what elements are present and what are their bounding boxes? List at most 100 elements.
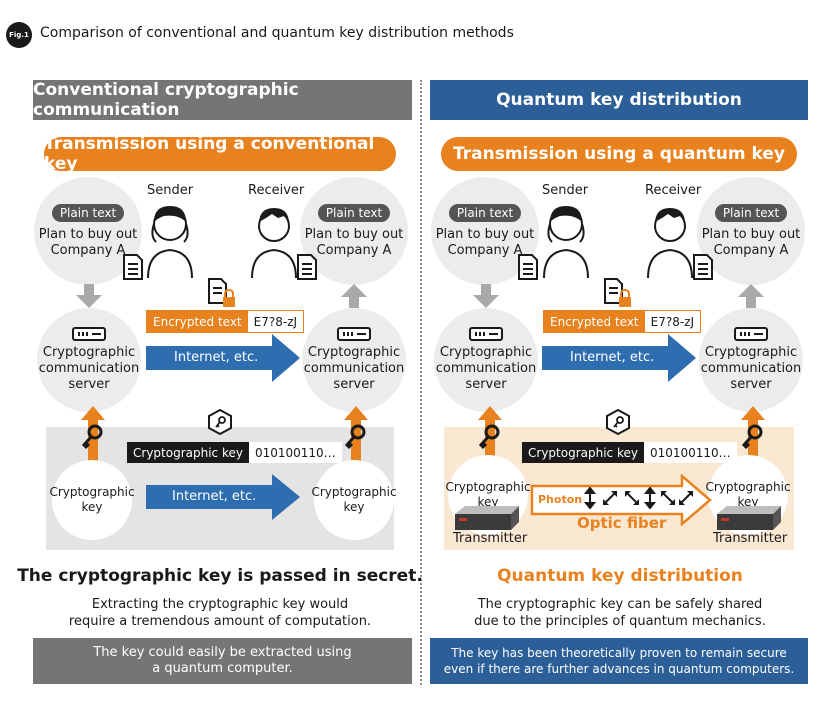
receiver-transmitter-label: Transmitter bbox=[713, 531, 788, 546]
figure-title: Comparison of conventional and quantum k… bbox=[40, 25, 514, 41]
left-key-internet-label: Internet, etc. bbox=[172, 489, 257, 504]
server-icon bbox=[72, 327, 106, 341]
left-sender-key-circle: Cryptographic key bbox=[49, 460, 135, 540]
sender-person-icon bbox=[147, 206, 193, 279]
left-receiver-plaintext-circle: Plain text Plan to buy out Company A bbox=[300, 177, 408, 285]
plain-text-tag: Plain text bbox=[714, 203, 788, 222]
plain-text-line2: Company A bbox=[316, 242, 392, 258]
key-label-line1: Cryptographic bbox=[49, 485, 135, 499]
figure-badge: Fig.1 bbox=[6, 22, 32, 48]
server-label-line2: communication bbox=[435, 361, 537, 376]
right-cryptographic-key-bar: Cryptographic key 010100110… bbox=[522, 442, 737, 463]
server-label-line3: server bbox=[465, 377, 507, 392]
server-label-line2: communication bbox=[38, 361, 140, 376]
plain-text-line1: Plan to buy out bbox=[304, 226, 404, 242]
sender-document-icon bbox=[518, 254, 538, 280]
left-sender-key-up-arrow-icon bbox=[81, 406, 105, 462]
encrypted-text-value: E7?8-zJ bbox=[650, 314, 695, 329]
right-bottom-box: The key has been theoretically proven to… bbox=[430, 638, 808, 684]
sender-document-icon bbox=[123, 254, 143, 280]
right-key-hexagon-icon bbox=[606, 409, 630, 435]
server-label-line2: communication bbox=[700, 361, 802, 376]
locked-document-icon bbox=[208, 278, 235, 307]
left-bottom-box: The key could easily be extracted using … bbox=[33, 638, 412, 684]
receiver-transmitter-device-icon bbox=[717, 506, 781, 530]
left-summary-description: Extracting the cryptographic key would r… bbox=[0, 596, 440, 630]
server-label-line1: Cryptographic bbox=[439, 345, 533, 360]
left-summary-title: The cryptographic key is passed in secre… bbox=[17, 566, 423, 586]
cryptographic-key-value: 010100110… bbox=[248, 442, 342, 463]
optic-fiber-arrow-icon bbox=[530, 474, 712, 526]
server-icon bbox=[337, 327, 371, 341]
server-icon bbox=[734, 327, 768, 341]
server-icon bbox=[469, 327, 503, 341]
left-receiver-key-circle: Cryptographic key bbox=[311, 460, 397, 540]
key-label-line2: key bbox=[81, 500, 103, 514]
locked-document-icon bbox=[604, 278, 631, 307]
right-summary-title: Quantum key distribution bbox=[497, 566, 743, 586]
left-up-gray-arrow-icon bbox=[341, 284, 367, 308]
right-panel-header: Quantum key distribution bbox=[430, 80, 808, 120]
plain-text-tag: Plain text bbox=[448, 203, 522, 222]
right-receiver-label: Receiver bbox=[645, 183, 702, 198]
summary-line1: Extracting the cryptographic key would bbox=[91, 597, 349, 612]
server-label-line2: communication bbox=[303, 361, 405, 376]
plain-text-line1: Plan to buy out bbox=[701, 226, 801, 242]
receiver-document-icon bbox=[693, 254, 713, 280]
right-internet-label: Internet, etc. bbox=[570, 350, 655, 365]
sender-transmitter-label: Transmitter bbox=[453, 531, 528, 546]
server-label-line1: Cryptographic bbox=[42, 345, 136, 360]
encrypted-text-label: Encrypted text bbox=[147, 311, 248, 332]
left-down-gray-arrow-icon bbox=[76, 284, 102, 308]
summary-line2: due to the principles of quantum mechani… bbox=[474, 614, 766, 629]
key-label-line1: Cryptographic bbox=[705, 480, 791, 494]
optic-fiber-label: Optic fiber bbox=[577, 514, 667, 532]
right-receiver-key-up-arrow-icon bbox=[741, 406, 765, 462]
left-internet-arrow-icon bbox=[146, 334, 300, 382]
sender-transmitter-device-icon bbox=[455, 506, 519, 530]
right-up-gray-arrow-icon bbox=[738, 284, 764, 308]
server-label-line1: Cryptographic bbox=[704, 345, 798, 360]
cryptographic-key-value: 010100110… bbox=[643, 442, 737, 463]
left-sender-server-circle: Cryptographic communication server bbox=[37, 308, 141, 412]
left-receiver-server-circle: Cryptographic communication server bbox=[302, 308, 406, 412]
plain-text-line2: Company A bbox=[713, 242, 789, 258]
right-receiver-server-circle: Cryptographic communication server bbox=[699, 308, 803, 412]
encrypted-text-label: Encrypted text bbox=[544, 311, 645, 332]
server-label-line1: Cryptographic bbox=[307, 345, 401, 360]
receiver-person-icon bbox=[647, 208, 693, 279]
left-cryptographic-key-bar: Cryptographic key 010100110… bbox=[127, 442, 342, 463]
bottom-line1: The key could easily be extracted using bbox=[93, 645, 352, 660]
bottom-line2: even if there are further advances in qu… bbox=[443, 662, 795, 676]
right-summary-description: The cryptographic key can be safely shar… bbox=[420, 596, 820, 630]
summary-line2: require a tremendous amount of computati… bbox=[68, 614, 372, 629]
plain-text-line1: Plan to buy out bbox=[38, 226, 138, 242]
key-label-line1: Cryptographic bbox=[311, 485, 397, 499]
photon-label: Photon bbox=[538, 493, 583, 506]
left-receiver-label: Receiver bbox=[248, 183, 305, 198]
cryptographic-key-label: Cryptographic key bbox=[522, 442, 644, 463]
left-key-internet-arrow-icon bbox=[146, 474, 300, 520]
left-encrypted-text-box: Encrypted text E7?8-zJ bbox=[146, 310, 305, 333]
left-sender-label: Sender bbox=[147, 183, 194, 198]
receiver-document-icon bbox=[297, 254, 317, 280]
server-label-line3: server bbox=[730, 377, 772, 392]
left-panel-header: Conventional cryptographic communication bbox=[33, 80, 412, 120]
plain-text-line2: Company A bbox=[50, 242, 126, 258]
bottom-line2: a quantum computer. bbox=[152, 661, 293, 676]
bottom-line1: The key has been theoretically proven to… bbox=[451, 646, 787, 660]
key-label-line2: key bbox=[737, 495, 759, 509]
right-sender-server-circle: Cryptographic communication server bbox=[434, 308, 538, 412]
receiver-person-icon bbox=[251, 208, 297, 279]
key-label-line2: key bbox=[477, 495, 499, 509]
server-label-line3: server bbox=[333, 377, 375, 392]
right-encrypted-text-box: Encrypted text E7?8-zJ bbox=[543, 310, 702, 333]
left-internet-label: Internet, etc. bbox=[174, 350, 259, 365]
server-label-line3: server bbox=[68, 377, 110, 392]
key-label-line1: Cryptographic bbox=[445, 480, 531, 494]
right-sender-key-up-arrow-icon bbox=[478, 406, 502, 462]
right-receiver-plaintext-circle: Plain text Plan to buy out Company A bbox=[697, 177, 805, 285]
right-subheader-pill: Transmission using a quantum key bbox=[441, 137, 797, 171]
left-key-hexagon-icon bbox=[208, 409, 232, 435]
cryptographic-key-label: Cryptographic key bbox=[127, 442, 249, 463]
